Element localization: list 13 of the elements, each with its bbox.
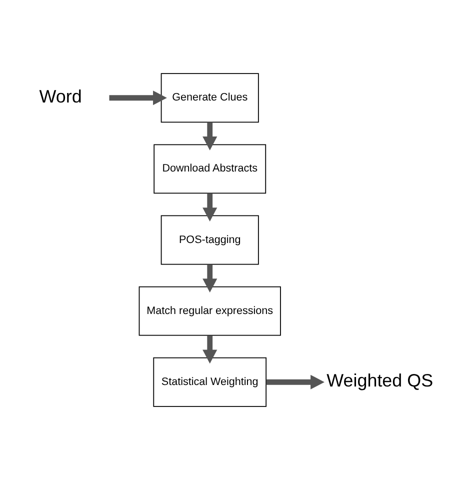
arrow [266, 374, 324, 390]
node-box: Statistical Weighting [153, 357, 267, 407]
node-text: Word [39, 86, 82, 106]
node-box: POS-tagging [160, 215, 259, 265]
arrow [202, 193, 218, 222]
node-box: Generate Clues [160, 73, 259, 123]
node-box: Download Abstracts [154, 144, 266, 194]
arrow [202, 264, 218, 293]
arrow [202, 335, 218, 364]
node-text: Weighted QS [326, 370, 434, 391]
arrow [202, 122, 218, 150]
node-box: Match regular expressions [138, 286, 281, 336]
arrow [109, 90, 167, 106]
